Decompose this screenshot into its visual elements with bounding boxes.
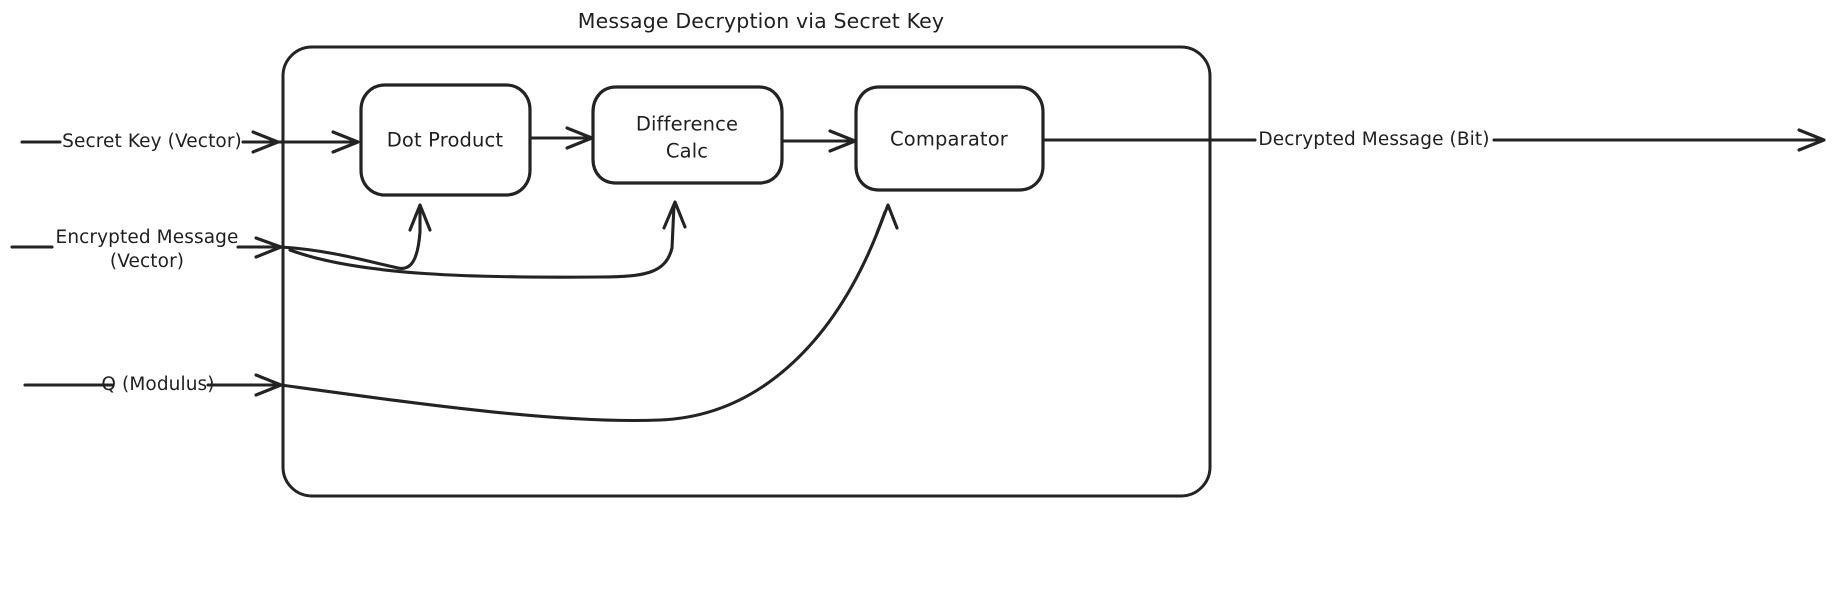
diagram-title: Message Decryption via Secret Key — [578, 9, 944, 33]
edge-encrypted-to-dot-product-arrowhead — [408, 203, 432, 232]
comparator-box — [854, 85, 1045, 192]
secret-key-label: Secret Key (Vector) — [62, 131, 242, 152]
comparator-label: Comparator — [890, 128, 1009, 151]
difference-calc-label-line1: Difference — [636, 113, 738, 136]
node-comparator[interactable]: Comparator — [854, 85, 1045, 192]
difference-calc-label-line2: Calc — [666, 140, 708, 163]
decrypted-message-arrowhead — [1797, 128, 1826, 152]
node-dot-product[interactable]: Dot Product — [359, 83, 532, 197]
edge-dot-product-to-difference-calc — [529, 126, 594, 150]
node-difference-calc[interactable]: Difference Calc — [591, 85, 784, 185]
edge-encrypted-to-dot-product — [279, 206, 422, 270]
difference-calc-box — [591, 85, 784, 185]
edge-encrypted-to-difference-calc — [288, 203, 676, 279]
input-encrypted-message: Encrypted Message (Vector) — [10, 200, 687, 279]
encrypted-message-label-line1: Encrypted Message — [56, 227, 239, 248]
edge-dot-to-diff-arrowhead — [565, 126, 594, 150]
dot-product-label: Dot Product — [387, 129, 504, 152]
secret-key-arrowhead-inner — [331, 130, 360, 154]
output-decrypted-message: Decrypted Message (Bit) — [1042, 128, 1826, 152]
edge-q-to-comparator-arrowhead — [875, 203, 899, 235]
dot-product-box — [359, 83, 532, 197]
secret-key-arrowhead-outer — [251, 130, 280, 154]
edge-difference-calc-to-comparator — [781, 129, 857, 153]
decryption-subgraph-container — [281, 45, 1212, 498]
edge-q-to-comparator — [279, 210, 887, 423]
input-q-modulus: Q (Modulus) — [23, 203, 899, 423]
decrypted-message-label: Decrypted Message (Bit) — [1258, 129, 1489, 150]
encrypted-message-label-line2: (Vector) — [110, 251, 184, 272]
edge-encrypted-to-difference-calc-arrowhead — [662, 200, 687, 230]
q-modulus-label: Q (Modulus) — [101, 374, 214, 395]
input-secret-key: Secret Key (Vector) — [20, 130, 360, 154]
edge-diff-to-comp-arrowhead — [828, 129, 857, 153]
